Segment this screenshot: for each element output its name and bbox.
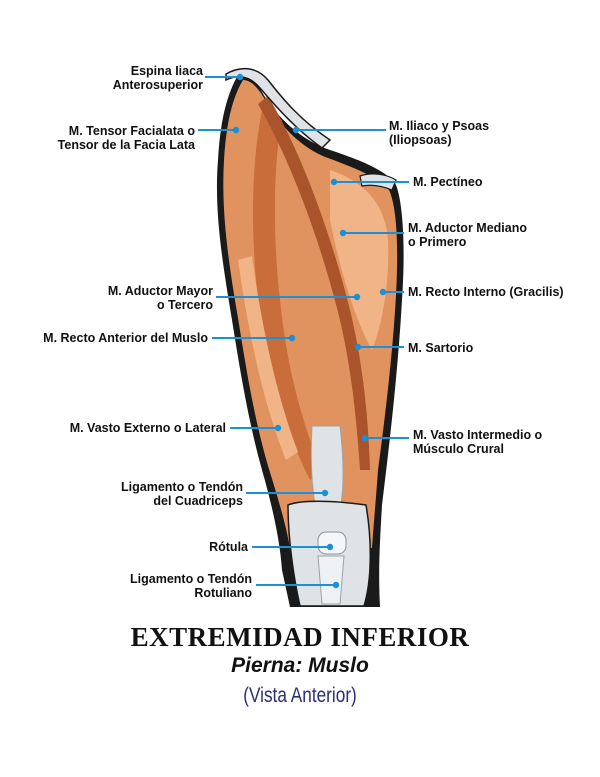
label-rotula: Rótula	[209, 540, 248, 554]
leader-dot-sartorio	[354, 343, 362, 351]
leader-dot-ligamento-rotuliano	[332, 581, 340, 589]
label-line: M. Pectíneo	[413, 175, 483, 189]
leader-dot-aductor-mayor	[353, 293, 361, 301]
sartorius-band	[258, 96, 370, 470]
label-line: M. Aductor Mediano	[408, 221, 527, 235]
label-line: Tensor de la Facia Lata	[57, 138, 195, 152]
label-line: M. Iliaco y Psoas	[389, 119, 490, 133]
leader-dot-pectineo	[330, 178, 338, 186]
label-line: Anterosuperior	[112, 78, 203, 92]
label-line: Espina Iiaca	[130, 64, 203, 78]
leader-dot-recto-interno	[379, 288, 387, 296]
label-pectineo: M. Pectíneo	[413, 175, 482, 189]
label-vasto-externo: M. Vasto Externo o Lateral	[70, 421, 226, 435]
label-line: M. Tensor Facialata o	[68, 124, 195, 138]
label-line: Ligamento o Tendón	[121, 480, 243, 494]
leader-dot-espina	[236, 73, 244, 81]
label-line: o Primero	[408, 235, 467, 249]
label-ligamento-cuadriceps: Ligamento o Tendón del Cuadriceps	[121, 480, 243, 508]
label-line: o Tercero	[156, 298, 213, 312]
label-iliaco-psoas: M. Iliaco y Psoas (Iliopsoas)	[389, 119, 489, 147]
leader-lines-right	[292, 126, 409, 442]
label-line: Rótula	[209, 540, 248, 554]
patella	[317, 531, 347, 555]
label-line: Músculo Crural	[413, 442, 504, 456]
label-tensor-fascia-lata: M. Tensor Facialata o Tensor de la Facia…	[58, 124, 195, 152]
label-line: del Cuadriceps	[153, 494, 243, 508]
label-espina-iliaca: Espina Iiaca Anterosuperior	[113, 64, 203, 92]
label-line: M. Sartorio	[408, 341, 474, 355]
label-line: M. Vasto Intermedio o	[413, 428, 543, 442]
label-aductor-mayor: M. Aductor Mayor o Tercero	[108, 284, 213, 312]
label-line: (Iliopsoas)	[389, 133, 452, 147]
leader-dot-iliaco	[292, 126, 300, 134]
label-line: M. Recto Anterior del Muslo	[43, 331, 208, 345]
label-recto-anterior: M. Recto Anterior del Muslo	[43, 331, 208, 345]
iliac-crest	[225, 67, 332, 149]
leader-dot-recto-anterior	[288, 334, 296, 342]
diagram-subtitle: Pierna: Muslo	[231, 654, 369, 677]
leader-dot-ligamento-cuadriceps	[321, 489, 329, 497]
label-vasto-intermedio: M. Vasto Intermedio o Músculo Crural	[413, 428, 542, 456]
label-recto-interno: M. Recto Interno (Gracilis)	[408, 285, 564, 299]
vastus-light	[238, 256, 298, 460]
label-line: M. Recto Interno (Gracilis)	[408, 285, 564, 299]
diagram-title: EXTREMIDAD INFERIOR	[130, 622, 470, 652]
leader-dot-aductor-mediano	[339, 229, 347, 237]
quadriceps-tendon	[310, 425, 344, 511]
leader-lines-left	[198, 73, 361, 589]
label-sartorio: M. Sartorio	[408, 341, 473, 355]
adductor-light	[330, 170, 389, 350]
view-caption: (Vista Anterior)	[243, 684, 357, 707]
label-line: Ligamento o Tendón	[130, 572, 252, 586]
leader-dot-vasto-externo	[274, 424, 282, 432]
label-line: M. Aductor Mayor	[107, 284, 213, 298]
patellar-ligament	[317, 555, 345, 605]
label-aductor-mediano: M. Aductor Mediano o Primero	[408, 221, 527, 249]
label-line: Rotuliano	[194, 586, 252, 600]
label-line: M. Vasto Externo o Lateral	[69, 421, 226, 435]
leader-dot-rotula	[326, 543, 334, 551]
rectus-shade	[253, 110, 322, 480]
leader-dot-vasto-intermedio	[361, 434, 369, 442]
leader-dot-tensor	[232, 126, 240, 134]
label-ligamento-rotuliano: Ligamento o Tendón Rotuliano	[130, 572, 252, 600]
